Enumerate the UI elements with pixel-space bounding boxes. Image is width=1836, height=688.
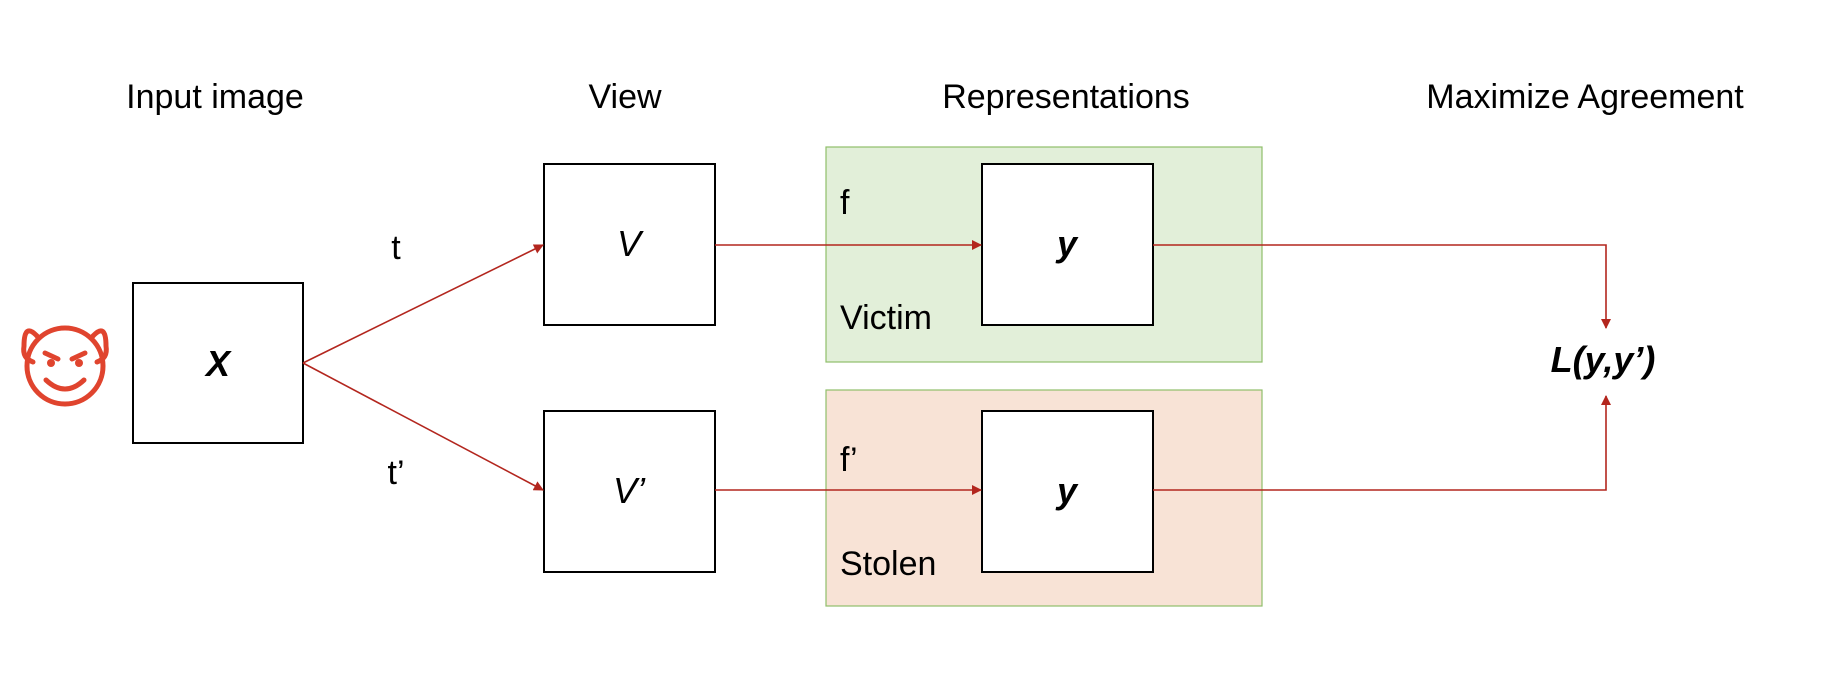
view-bottom-node — [543, 410, 716, 573]
stolen-label: Stolen — [840, 545, 936, 583]
arrow-y-prime-to-loss — [1153, 395, 1611, 491]
rep-top-node — [981, 163, 1154, 326]
view-top-label: V — [617, 223, 644, 264]
header-input-image: Input image — [126, 78, 304, 116]
input-node — [132, 282, 304, 444]
victim-function-label: f — [840, 184, 850, 222]
edge-label-t: t — [391, 229, 401, 267]
rep-top-label: y — [1055, 223, 1079, 264]
smiling-devil-icon — [21, 325, 109, 407]
rep-bottom-label: y — [1055, 470, 1079, 511]
arrow-x-to-v-prime — [302, 362, 544, 491]
header-representations: Representations — [942, 78, 1190, 116]
devil-eye-right — [75, 359, 83, 367]
view-top-node — [543, 163, 716, 326]
loss-node-label: L(y,y’) — [1551, 339, 1656, 380]
arrow-x-to-v — [302, 244, 544, 364]
rep-bottom-node — [981, 410, 1154, 573]
view-bottom-label: V’ — [613, 470, 646, 511]
header-view: View — [588, 78, 662, 116]
arrow-y-to-loss — [1153, 244, 1611, 329]
header-maximize-agreement: Maximize Agreement — [1426, 78, 1744, 116]
victim-label: Victim — [840, 299, 932, 337]
devil-eye-left — [47, 359, 55, 367]
stolen-function-label: f’ — [840, 441, 858, 479]
edge-label-t-prime: t’ — [388, 454, 405, 492]
input-node-label: X — [204, 343, 232, 384]
